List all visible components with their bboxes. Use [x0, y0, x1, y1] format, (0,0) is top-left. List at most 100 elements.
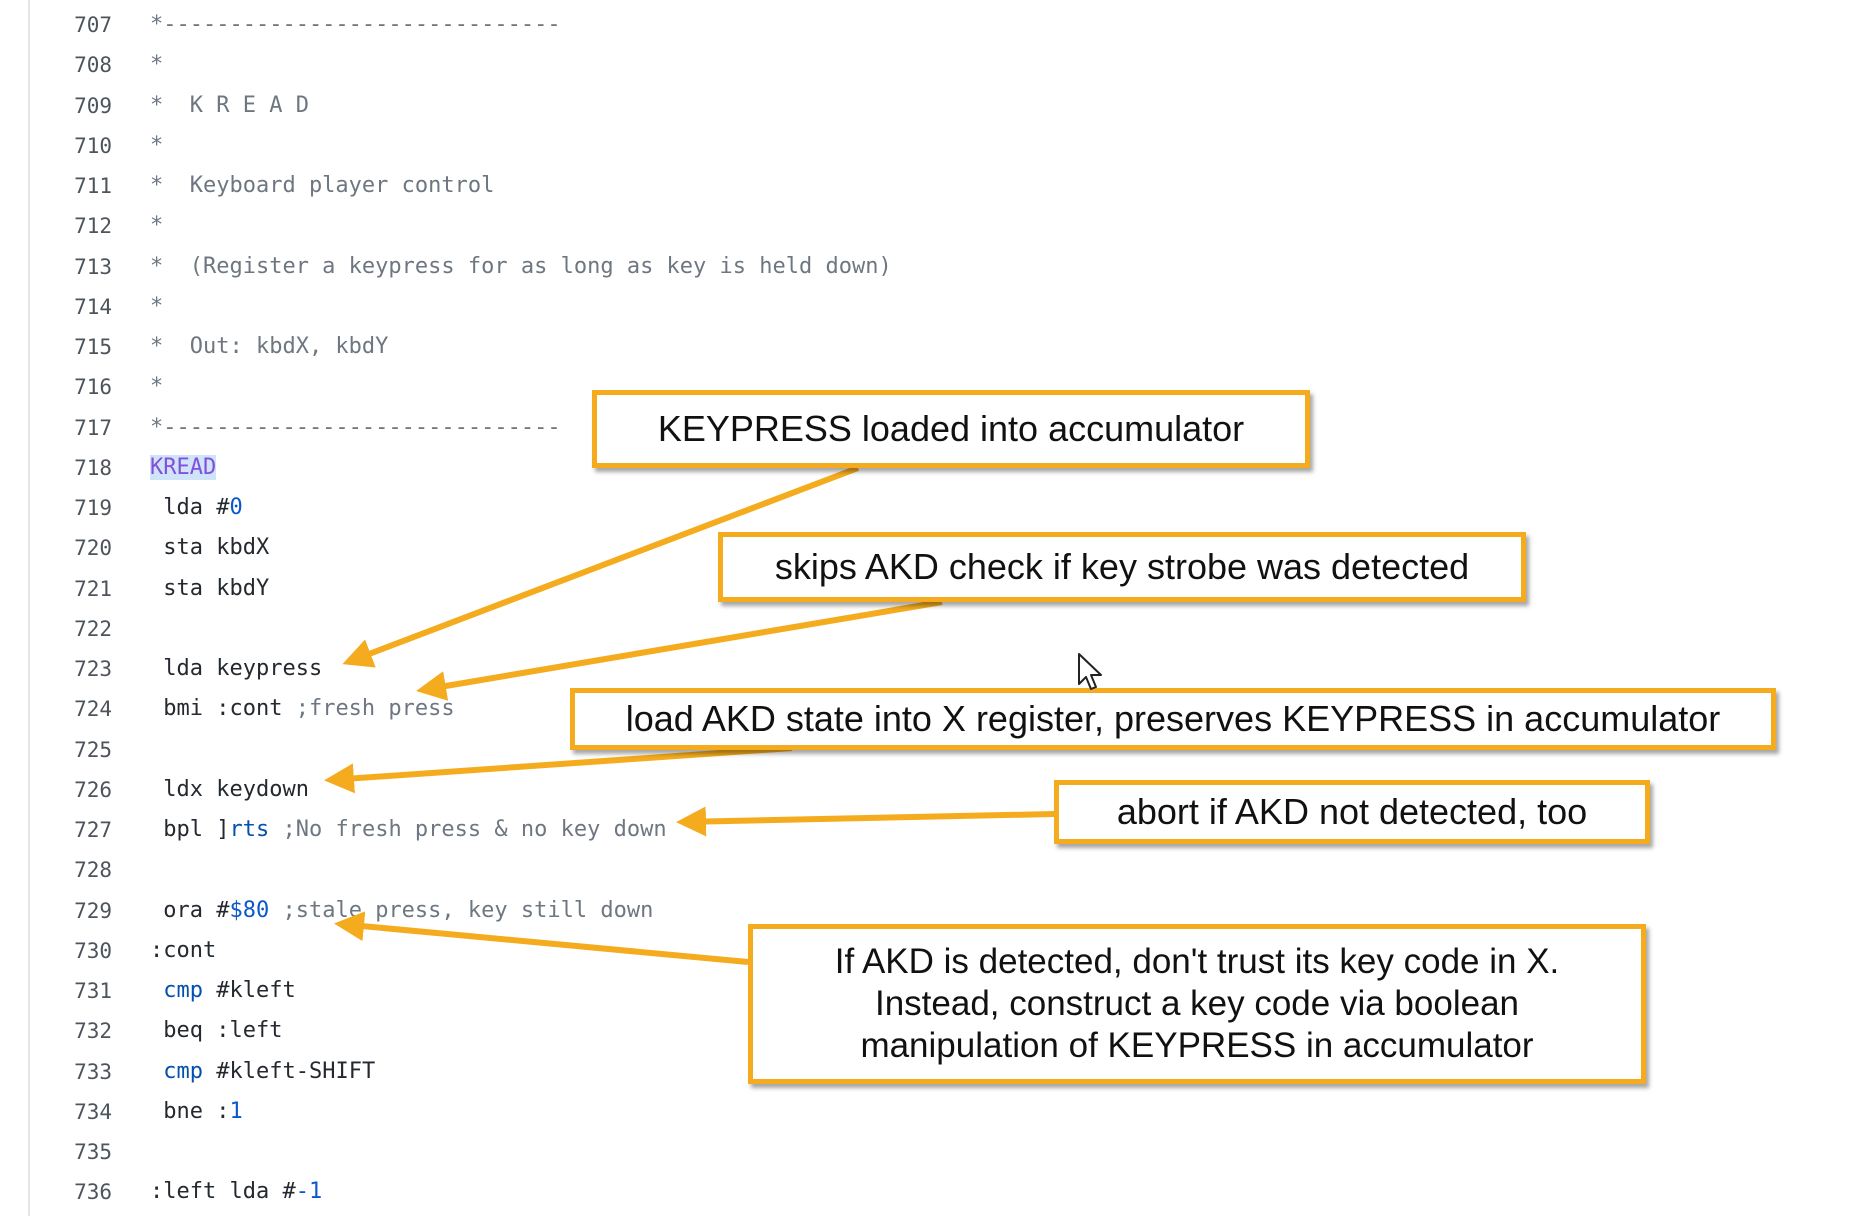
code-text: *------------------------------ — [150, 13, 561, 37]
line-number: 729 — [74, 898, 112, 923]
callout-construct-keycode: If AKD is detected, don't trust its key … — [748, 924, 1646, 1084]
line-number: 734 — [74, 1099, 112, 1124]
line-number: 719 — [74, 496, 112, 520]
code-line: 726 ldx keydown — [0, 769, 1857, 809]
gutter-border — [28, 0, 30, 1216]
code-token: sta kbdX — [150, 535, 270, 561]
code-line: 712 * — [0, 205, 1857, 245]
line-number: 712 — [74, 214, 112, 239]
line-number: 731 — [74, 979, 112, 1003]
code-text: bne :1 — [150, 1098, 243, 1124]
line-number: 714 — [74, 294, 112, 319]
line-number: 735 — [74, 1140, 112, 1164]
callout-text-line: Instead, construct a key code via boolea… — [874, 984, 1519, 1023]
code-text: sta kbdY — [150, 575, 270, 601]
code-line: 707*------------------------------ — [0, 4, 1857, 44]
line-number: 732 — [74, 1019, 112, 1044]
line-number: 718 — [74, 455, 112, 480]
code-text: cmp #kleft — [150, 978, 295, 1003]
line-number: 709 — [74, 93, 112, 118]
code-text: * — [150, 375, 163, 399]
code-token: * Keyboard player control — [150, 173, 495, 198]
code-token: * — [150, 52, 164, 78]
code-line: 736 :left lda #-1 — [0, 1171, 1857, 1211]
code-line: 724 bmi :cont ;fresh press — [0, 688, 1857, 728]
callout-skip-akd: skips AKD check if key strobe was detect… — [718, 532, 1526, 602]
code-text: KREAD — [150, 454, 217, 480]
line-number: 733 — [74, 1059, 112, 1084]
code-text: * Out: kbdX, kbdY — [150, 335, 388, 359]
code-line: 730:cont — [0, 930, 1857, 970]
callout-text: load AKD state into X register, preserve… — [625, 698, 1721, 739]
line-number: 713 — [74, 254, 112, 279]
line-number: 711 — [74, 174, 112, 198]
code-text: * — [150, 214, 163, 238]
code-token: * — [150, 374, 164, 400]
code-line: 734 bne :1 — [0, 1091, 1857, 1131]
line-number: 710 — [74, 133, 112, 158]
callout-text-line: If AKD is detected, don't trust its key … — [834, 942, 1560, 981]
code-line: 708* — [0, 44, 1857, 84]
code-line: 728 — [0, 849, 1857, 889]
callout-text: abort if AKD not detected, too — [1116, 791, 1588, 832]
code-text: :cont — [150, 938, 216, 963]
code-token: bne : — [150, 1098, 230, 1124]
code-text: * — [150, 133, 163, 158]
line-number: 736 — [74, 1180, 112, 1205]
code-token: cmp — [163, 1058, 203, 1084]
code-token: * K R E A D — [150, 92, 309, 118]
line-number: 722 — [74, 616, 112, 641]
line-number: 715 — [74, 335, 112, 359]
code-text: * Keyboard player control — [150, 174, 494, 198]
code-token: ldx keydown — [150, 776, 309, 802]
code-text: * — [150, 53, 163, 77]
code-text: *------------------------------ — [150, 414, 561, 440]
code-text: ora #$80 ;stale press, key still down — [150, 897, 654, 923]
line-number: 726 — [74, 777, 112, 802]
callout-keypress-loaded: KEYPRESS loaded into accumulator — [592, 390, 1310, 468]
code-token: ;stale press, key still down — [269, 897, 654, 923]
code-text: sta kbdX — [150, 536, 269, 560]
callout-text-line: manipulation of KEYPRESS in accumulator — [860, 1026, 1534, 1065]
code-token — [150, 978, 163, 1003]
code-token: *------------------------------ — [150, 414, 561, 440]
code-token: ;No fresh press & no key down — [269, 817, 667, 842]
line-number: 727 — [74, 818, 112, 842]
code-line: 719 lda #0 — [0, 487, 1857, 527]
code-line: 735 — [0, 1131, 1857, 1171]
code-token: -1 — [295, 1179, 323, 1205]
code-line: 732 beq :left — [0, 1010, 1857, 1050]
code-token — [150, 1059, 163, 1084]
code-line: 716 * — [0, 366, 1857, 406]
line-number: 728 — [74, 858, 112, 883]
line-number: 720 — [74, 536, 112, 561]
code-line: 725 — [0, 729, 1857, 769]
code-token: lda keypress — [150, 656, 323, 681]
code-line: 709 * K R E A D — [0, 85, 1857, 125]
line-number: 716 — [74, 375, 112, 400]
code-token: $80 — [229, 897, 270, 923]
code-token: sta kbdY — [150, 575, 270, 601]
callout-text: skips AKD check if key strobe was detect… — [774, 546, 1470, 587]
code-token: 0 — [229, 495, 243, 520]
code-text: :left lda #-1 — [150, 1180, 322, 1204]
code-token: 1 — [229, 1098, 243, 1124]
code-line: 711 * Keyboard player control — [0, 165, 1857, 205]
code-line: 715 * Out: kbdX, kbdY — [0, 326, 1857, 366]
code-text: * K R E A D — [150, 92, 309, 118]
code-text: lda #0 — [150, 496, 243, 520]
line-number: 717 — [74, 415, 112, 440]
code-label: KREAD — [150, 454, 217, 480]
code-token: :left lda # — [150, 1179, 296, 1205]
code-line: 714 * — [0, 286, 1857, 326]
code-line: 731 cmp #kleft — [0, 970, 1857, 1010]
code-text: bmi :cont ;fresh press — [150, 696, 455, 722]
code-line: 718 KREAD — [0, 447, 1857, 487]
code-token: bmi :cont — [150, 696, 296, 722]
code-token: lda # — [150, 495, 230, 520]
code-text: ldx keydown — [150, 776, 309, 802]
code-text: * — [150, 294, 163, 319]
line-number: 723 — [74, 657, 112, 681]
code-token: ;fresh press — [295, 696, 455, 722]
code-line: 729 ora #$80 ;stale press, key still dow… — [0, 890, 1857, 930]
